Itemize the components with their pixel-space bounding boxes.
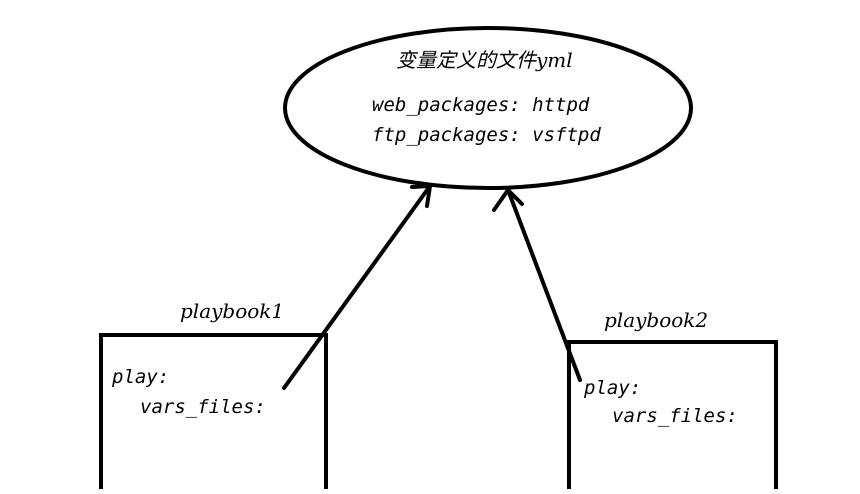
vars-file-title: 变量定义的文件yml: [396, 48, 573, 72]
arrow-head-1: [410, 184, 432, 208]
playbook2-play: play:: [584, 377, 642, 399]
arrow-playbook1-to-vars: [282, 184, 432, 390]
playbook1-vars-files: vars_files:: [140, 396, 266, 418]
arrow-head-2: [492, 188, 524, 212]
arrow-playbook2-to-vars: [492, 188, 582, 382]
vars-file-line-ftp: ftp_packages: vsftpd: [372, 124, 601, 146]
vars-file-line-web: web_packages: httpd: [372, 94, 590, 116]
playbook2-label: playbook2: [604, 308, 709, 332]
playbook1-play: play:: [112, 366, 170, 388]
playbook1-box: [99, 333, 328, 489]
playbook2-box: [567, 340, 778, 489]
vars-file-ellipse: [283, 26, 693, 190]
playbook1-label: playbook1: [180, 299, 285, 323]
playbook2-vars-files: vars_files:: [612, 405, 738, 427]
